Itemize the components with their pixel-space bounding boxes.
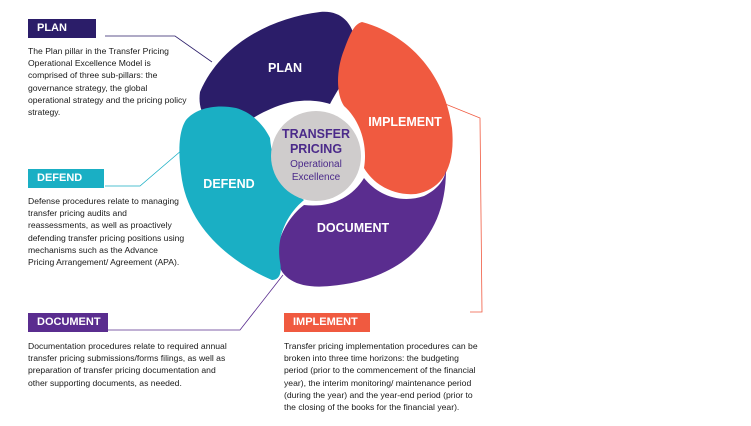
plan-segment-label: PLAN [268, 61, 302, 75]
implement-segment-label: IMPLEMENT [368, 115, 442, 129]
center-title-line1: TRANSFER [282, 127, 350, 141]
document-segment-label: DOCUMENT [317, 221, 390, 235]
defend-connector-line [105, 149, 183, 187]
implement-callout-title: IMPLEMENT [284, 313, 370, 332]
center-title-line2: PRICING [290, 142, 342, 156]
center-subtitle-line2: Excellence [292, 172, 341, 183]
plan-callout-text: The Plan pillar in the Transfer Pricing … [28, 46, 187, 118]
document-callout-title: DOCUMENT [28, 313, 108, 332]
defend-callout-text: Defense procedures relate to managing tr… [28, 196, 185, 268]
center-subtitle-line1: Operational [290, 159, 342, 170]
defend-callout-title: DEFEND [28, 169, 104, 188]
defend-segment-label: DEFEND [203, 177, 254, 191]
plan-callout-title: PLAN [28, 19, 96, 38]
implement-segment[interactable] [338, 22, 453, 195]
implement-callout-text: Transfer pricing implementation procedur… [284, 341, 478, 413]
defend-segment[interactable] [179, 106, 304, 281]
center-circle [271, 111, 361, 201]
document-callout-text: Documentation procedures relate to requi… [28, 341, 227, 388]
document-connector-line [105, 274, 284, 331]
plan-segment[interactable] [199, 11, 356, 129]
document-segment[interactable] [277, 170, 446, 287]
plan-connector-line [105, 35, 213, 63]
implement-connector-line [427, 96, 483, 313]
